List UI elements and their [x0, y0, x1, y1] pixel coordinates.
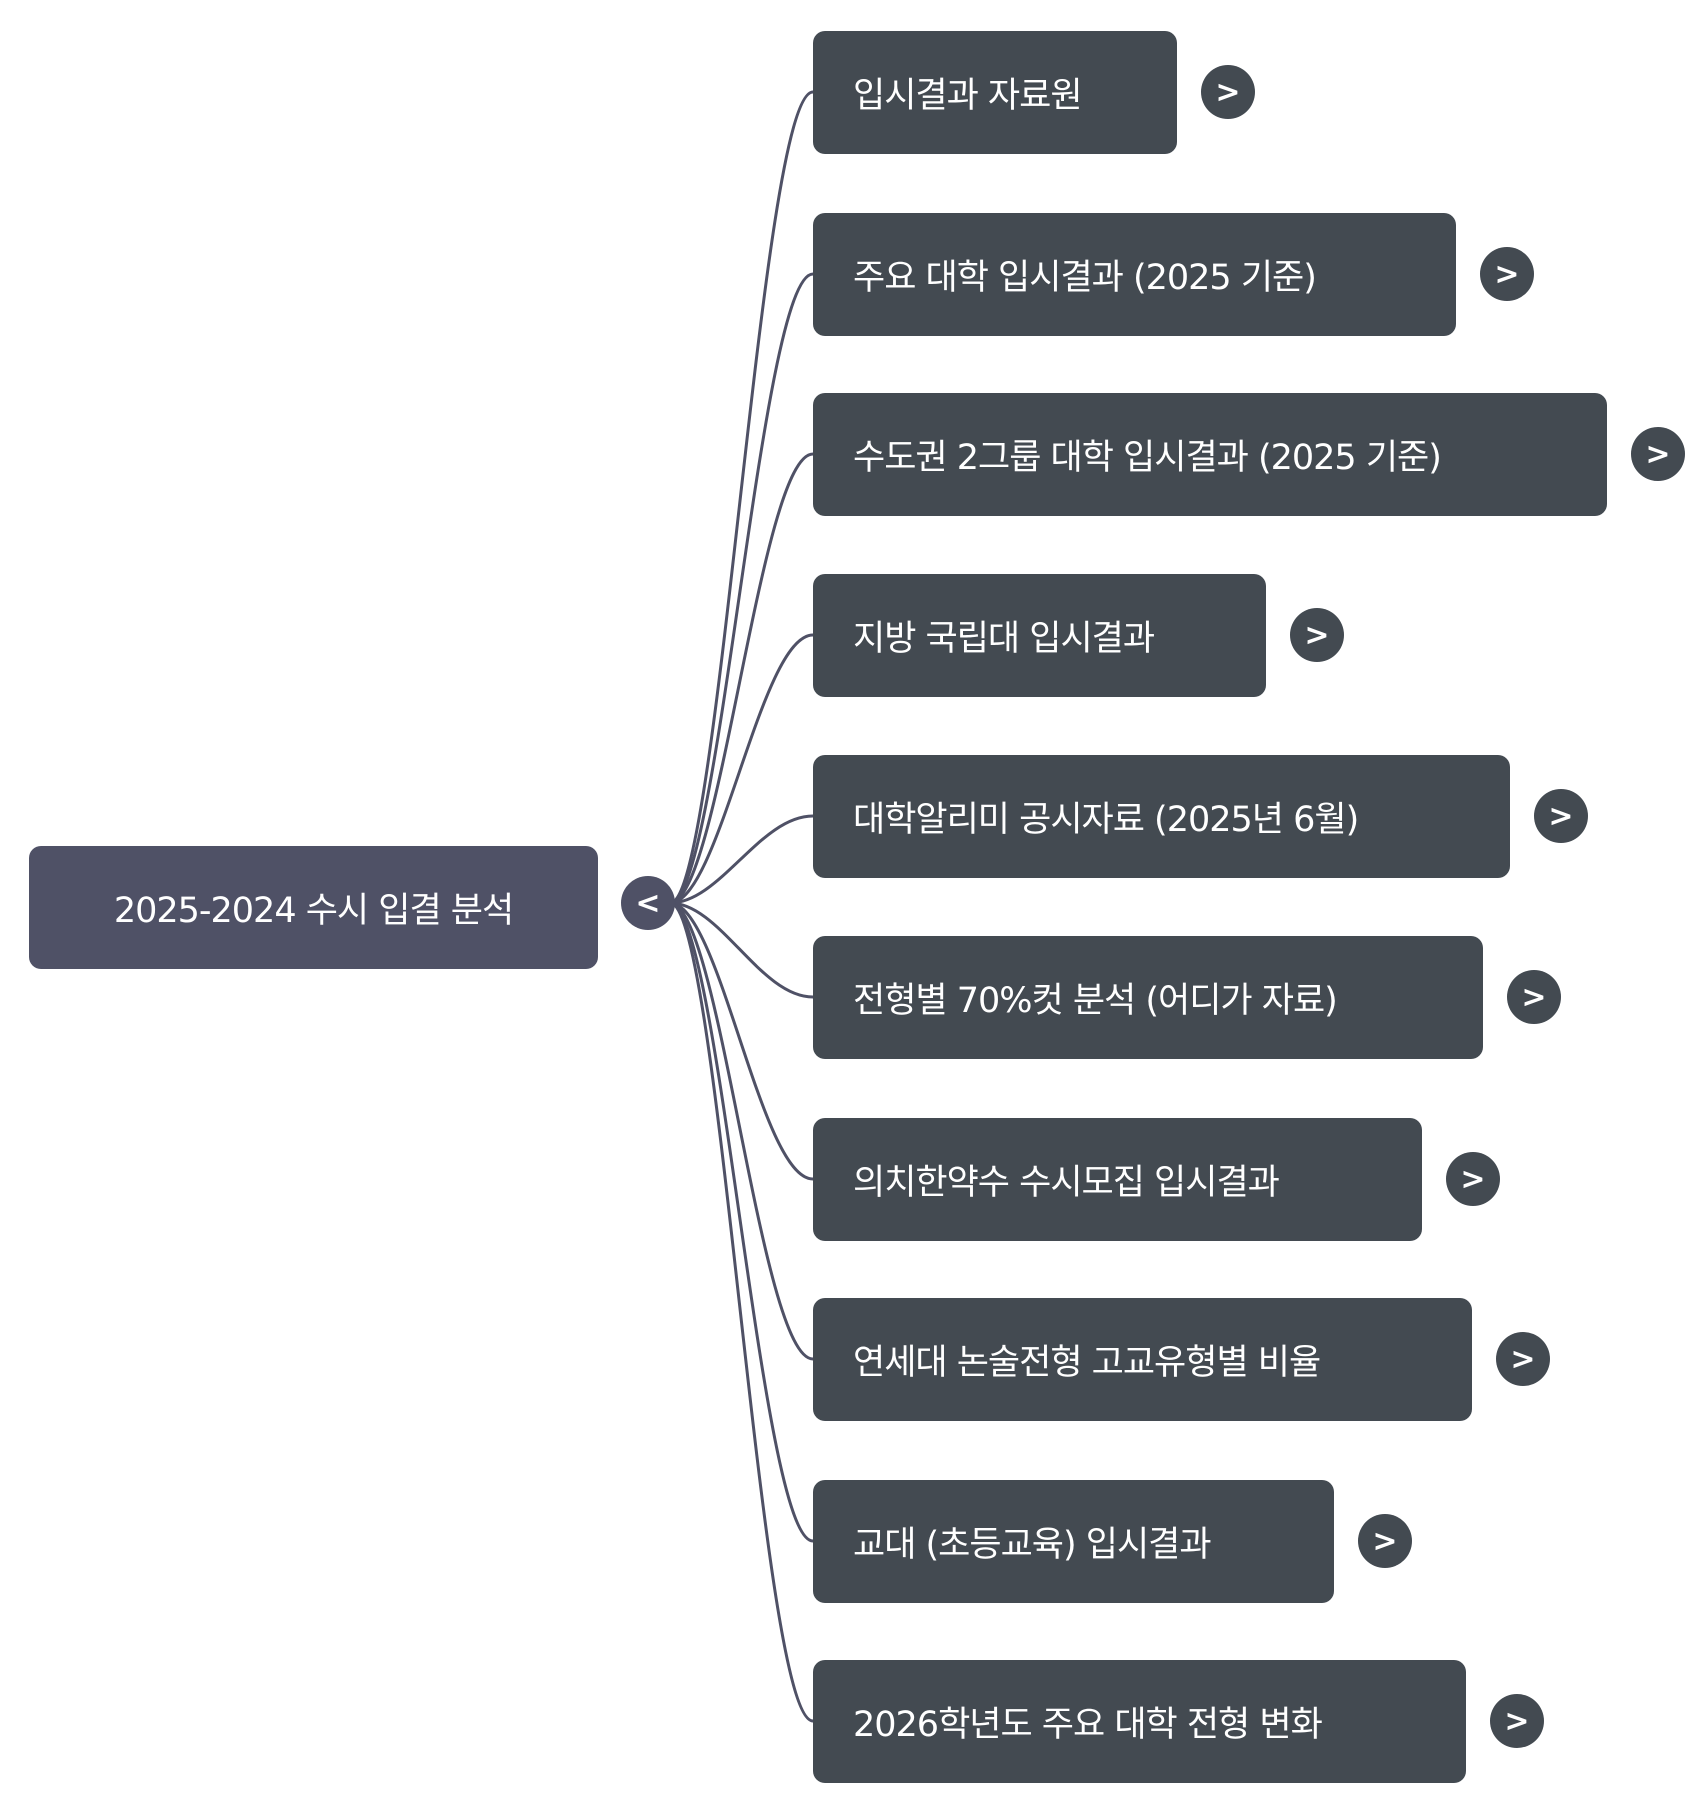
- root-label: 2025-2024 수시 입결 분석: [113, 891, 514, 931]
- connector-line: [669, 90, 814, 905]
- child-label: 연세대 논술전형 고교유형별 비율: [853, 1343, 1321, 1383]
- child-label: 지방 국립대 입시결과: [853, 619, 1155, 659]
- child-node[interactable]: 전형별 70%컷 분석 (어디가 자료): [813, 936, 1483, 1059]
- connector-line: [669, 272, 814, 905]
- child-label: 교대 (초등교육) 입시결과: [853, 1525, 1212, 1565]
- child-node[interactable]: 입시결과 자료원: [813, 31, 1177, 154]
- connector-line: [669, 814, 814, 905]
- child-label: 주요 대학 입시결과 (2025 기준): [853, 258, 1317, 298]
- expand-toggle-icon[interactable]: >: [1290, 608, 1344, 662]
- child-node[interactable]: 의치한약수 수시모집 입시결과: [813, 1118, 1422, 1241]
- child-label: 입시결과 자료원: [853, 76, 1083, 116]
- child-node[interactable]: 연세대 논술전형 고교유형별 비율: [813, 1298, 1472, 1421]
- collapse-toggle-icon[interactable]: <: [621, 876, 675, 930]
- child-node[interactable]: 대학알리미 공시자료 (2025년 6월): [813, 755, 1510, 878]
- expand-toggle-icon[interactable]: >: [1480, 247, 1534, 301]
- child-label: 2026학년도 주요 대학 전형 변화: [853, 1705, 1323, 1745]
- connector-line: [669, 901, 814, 1361]
- child-label: 대학알리미 공시자료 (2025년 6월): [853, 800, 1359, 840]
- expand-toggle-icon[interactable]: >: [1358, 1514, 1412, 1568]
- expand-toggle-icon[interactable]: >: [1631, 427, 1685, 481]
- child-label: 수도권 2그룹 대학 입시결과 (2025 기준): [853, 438, 1442, 478]
- child-label: 전형별 70%컷 분석 (어디가 자료): [853, 981, 1338, 1021]
- expand-toggle-icon[interactable]: >: [1446, 1152, 1500, 1206]
- child-node[interactable]: 교대 (초등교육) 입시결과: [813, 1480, 1334, 1603]
- expand-toggle-icon[interactable]: >: [1201, 65, 1255, 119]
- expand-toggle-icon[interactable]: >: [1496, 1332, 1550, 1386]
- expand-toggle-icon[interactable]: >: [1490, 1694, 1544, 1748]
- connector-line: [669, 901, 814, 1181]
- child-node[interactable]: 주요 대학 입시결과 (2025 기준): [813, 213, 1456, 336]
- connector-line: [669, 633, 814, 905]
- connector-line: [669, 901, 814, 1543]
- child-node[interactable]: 2026학년도 주요 대학 전형 변화: [813, 1660, 1466, 1783]
- child-node[interactable]: 수도권 2그룹 대학 입시결과 (2025 기준): [813, 393, 1607, 516]
- expand-toggle-icon[interactable]: >: [1534, 789, 1588, 843]
- connector-line: [669, 901, 814, 999]
- expand-toggle-icon[interactable]: >: [1507, 970, 1561, 1024]
- child-node[interactable]: 지방 국립대 입시결과: [813, 574, 1266, 697]
- child-label: 의치한약수 수시모집 입시결과: [853, 1163, 1280, 1203]
- root-node[interactable]: 2025-2024 수시 입결 분석: [29, 846, 598, 969]
- connector-line: [669, 901, 814, 1723]
- connector-line: [669, 452, 814, 905]
